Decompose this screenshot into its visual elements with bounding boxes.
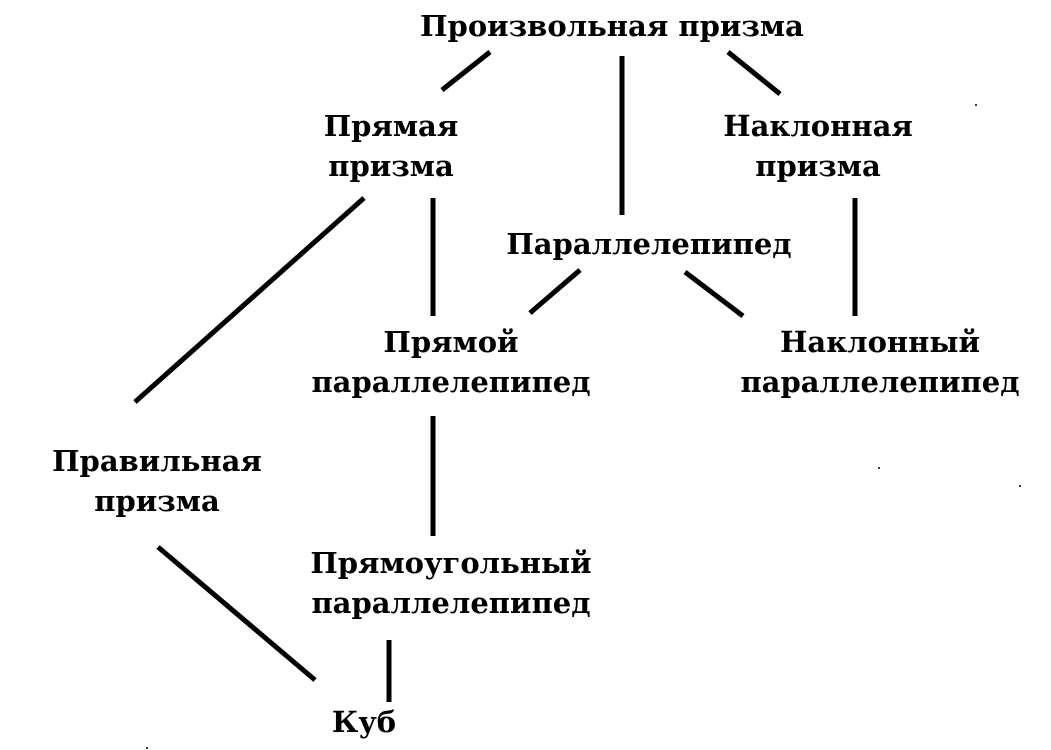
scan-speck [146, 747, 148, 749]
node-right-prism-line-1: Прямая [323, 109, 459, 143]
node-right-prism-line-2: призма [328, 149, 454, 183]
node-rectangular-parallelepiped-line-2: параллелепипед [311, 586, 591, 620]
scan-speck [878, 467, 880, 469]
scan-speck [975, 104, 977, 106]
edge-arbitrary-to-oblique-prism [726, 50, 782, 96]
node-arbitrary-prism: Произвольная призма [420, 6, 804, 46]
node-cube: Куб [332, 702, 396, 742]
node-rectangular-parallelepiped: Прямоугольный параллелепипед [310, 543, 591, 623]
node-oblique-parallelepiped: Наклонный параллелепипед [740, 322, 1019, 402]
node-cube-label: Куб [331, 705, 397, 739]
node-right-parallelepiped-line-2: параллелепипед [311, 365, 591, 399]
node-regular-prism: Правильная призма [52, 441, 262, 521]
node-regular-prism-line-1: Правильная [52, 444, 262, 478]
scan-speck [1019, 485, 1021, 487]
edge-regular-prism-to-cube [156, 545, 317, 682]
node-right-parallelepiped: Прямой параллелепипед [311, 322, 590, 402]
node-oblique-prism-line-1: Наклонная [723, 109, 913, 143]
edge-right-prism-to-regular-prism [133, 196, 366, 404]
edge-parallelepiped-to-oblique-parallelepiped [683, 270, 745, 318]
node-oblique-parallelepiped-line-1: Наклонный [780, 325, 980, 359]
node-right-parallelepiped-line-1: Прямой [383, 325, 519, 359]
node-oblique-prism: Наклонная призма [723, 106, 913, 186]
node-parallelepiped: Параллелепипед [506, 224, 791, 264]
node-arbitrary-prism-label: Произвольная призма [420, 9, 804, 43]
node-right-prism: Прямая призма [324, 106, 459, 186]
node-parallelepiped-label: Параллелепипед [506, 227, 792, 261]
edge-arbitrary-to-right-prism [440, 50, 492, 92]
node-regular-prism-line-2: призма [94, 484, 220, 518]
node-oblique-parallelepiped-line-2: параллелепипед [740, 365, 1020, 399]
node-oblique-prism-line-2: призма [755, 149, 881, 183]
node-rectangular-parallelepiped-line-1: Прямоугольный [310, 546, 592, 580]
edge-parallelepiped-to-right-parallelepiped [528, 268, 582, 315]
